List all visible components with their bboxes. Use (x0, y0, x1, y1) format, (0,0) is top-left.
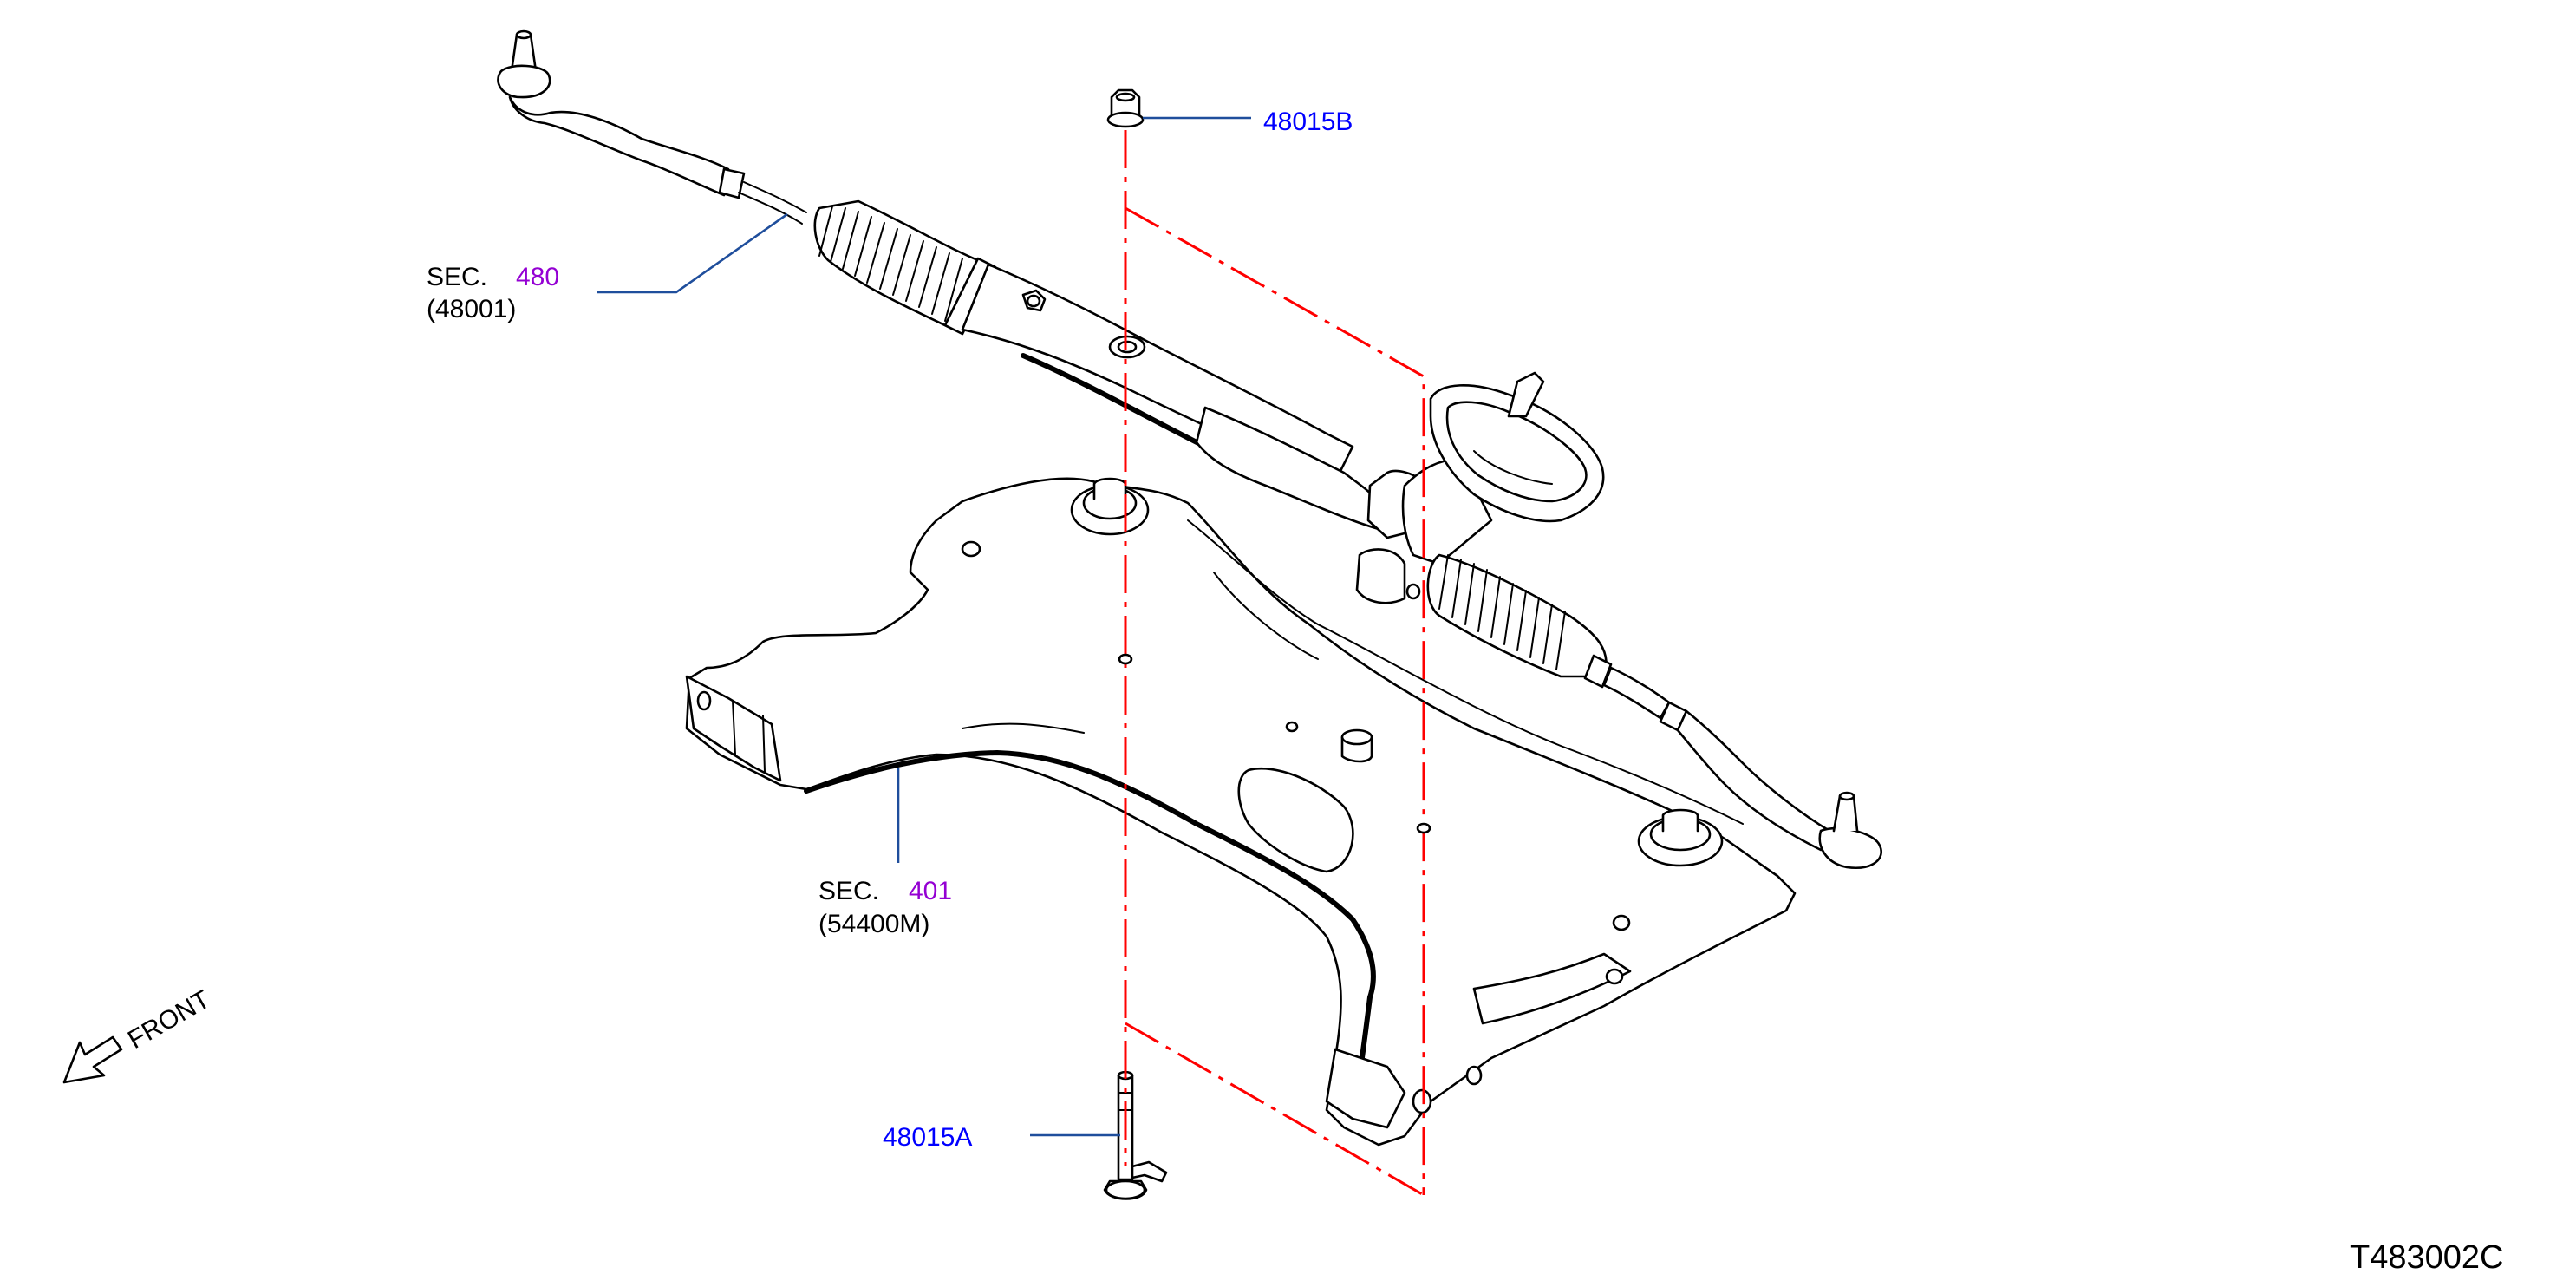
sec-401-part-number: (54400M) (818, 910, 929, 938)
bolt-48015b (1106, 88, 1145, 128)
figure-id: T483002C (2350, 1239, 2503, 1276)
front-direction-indicator: FRONT (62, 985, 215, 1084)
steering-gear-assembly (497, 29, 1882, 869)
sec-480-link[interactable]: 480 (516, 263, 559, 291)
centerline-marker-upper (1118, 653, 1133, 665)
callout-48015a[interactable]: 48015A (883, 1123, 972, 1152)
centerline-marker-right (1416, 822, 1431, 834)
sec-401-prefix: SEC. (818, 877, 879, 905)
front-label: FRONT (123, 985, 215, 1055)
callout-48015b[interactable]: 48015B (1263, 108, 1353, 136)
sec-401-link[interactable]: 401 (909, 877, 952, 905)
sec-480-prefix: SEC. (427, 263, 487, 291)
leader-sec-480 (597, 212, 788, 294)
bottom-plane-line (1125, 1022, 1425, 1197)
sec-480-part-number: (48001) (427, 295, 516, 323)
installation-centerlines (1118, 130, 1431, 1197)
front-arrow-icon (62, 1035, 123, 1084)
front-suspension-member (685, 477, 1797, 1147)
